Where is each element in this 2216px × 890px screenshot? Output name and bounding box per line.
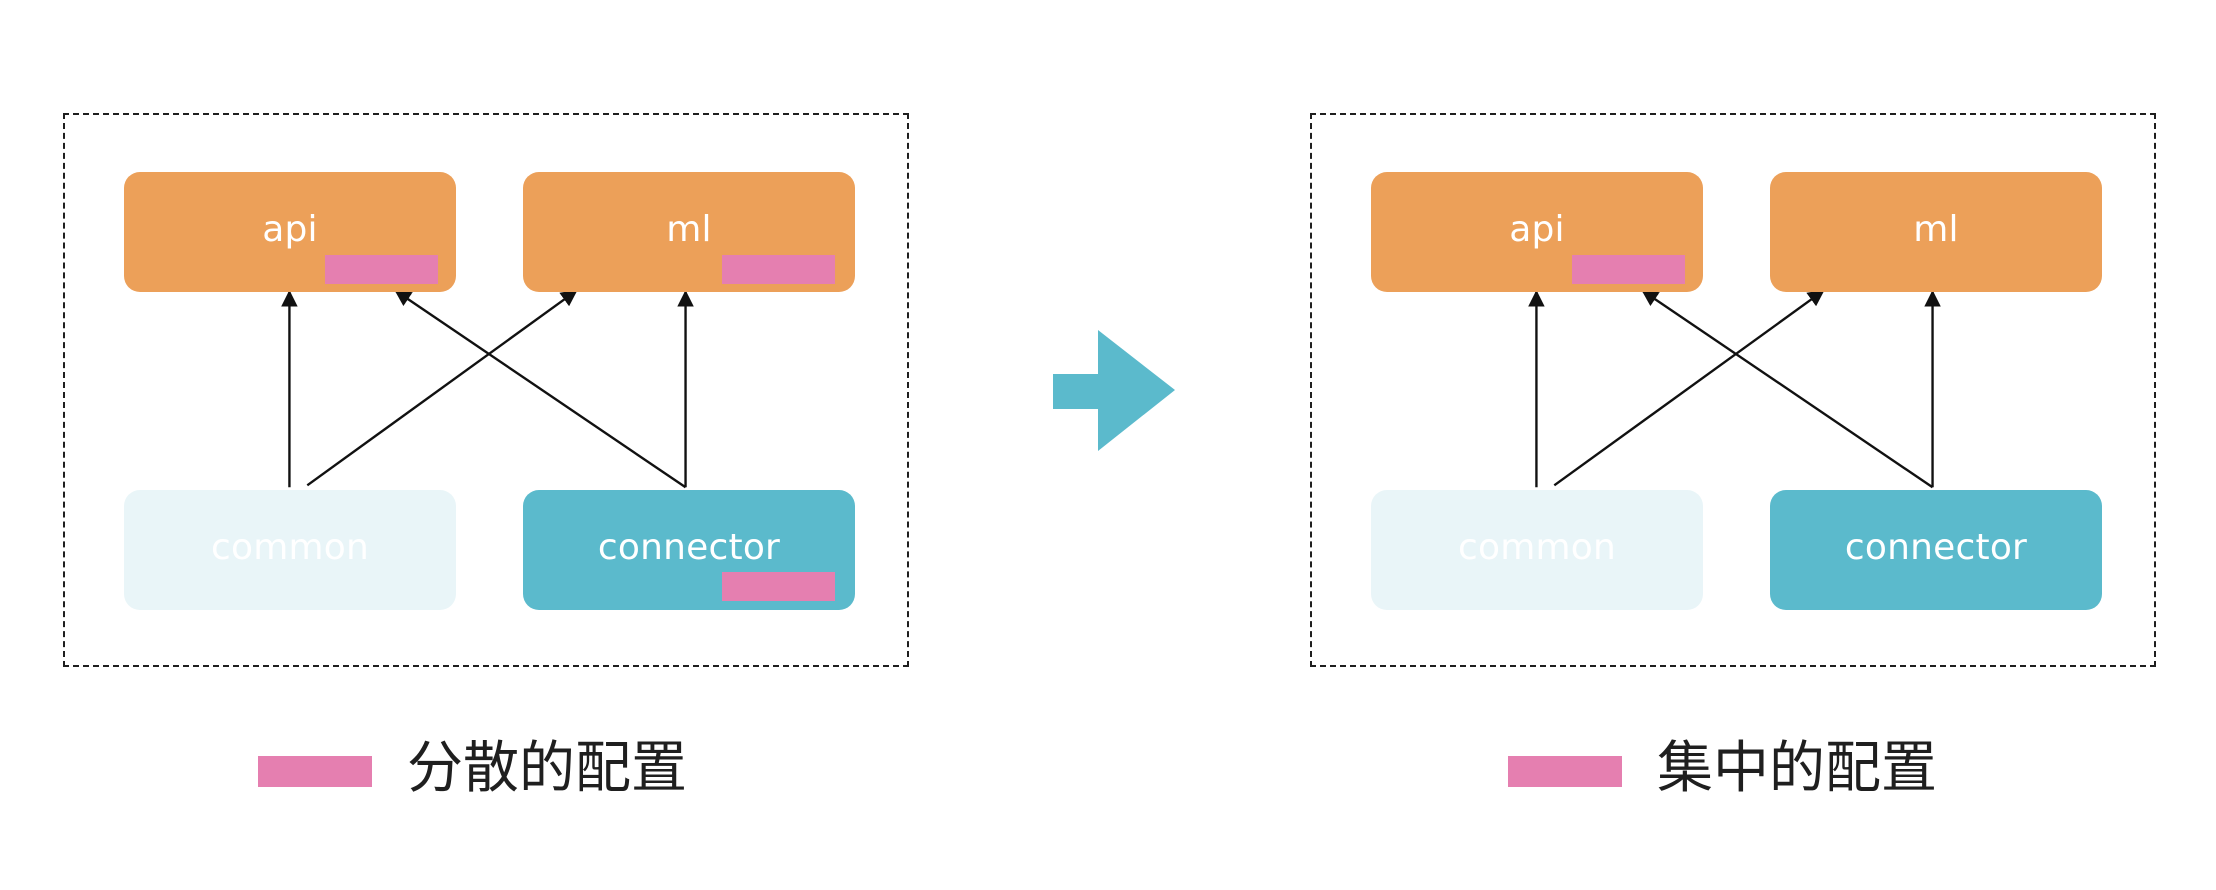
ml-module-box: ml xyxy=(1770,172,2102,292)
right-arrow-icon xyxy=(1053,330,1175,451)
right-panel: api ml common connector xyxy=(1310,113,2156,667)
distributed-config-legend-label: 分散的配置 xyxy=(407,736,687,801)
api-module-label: api xyxy=(1509,209,1565,250)
config-legend-swatch xyxy=(258,756,372,787)
edge-connector-to-api xyxy=(394,289,687,489)
connector-config-mark xyxy=(722,572,835,601)
ml-module-label: ml xyxy=(1913,209,1959,250)
api-module-box: api xyxy=(124,172,456,292)
ml-module-box: ml xyxy=(523,172,855,292)
api-config-mark xyxy=(1572,255,1685,284)
common-module-label: common xyxy=(211,527,369,568)
connector-module-box: connector xyxy=(523,490,855,610)
common-module-box: common xyxy=(1371,490,1703,610)
connector-module-label: connector xyxy=(1844,527,2028,568)
ml-config-mark xyxy=(722,255,835,284)
centralized-config-legend-label: 集中的配置 xyxy=(1657,736,1937,801)
edge-connector-to-api xyxy=(1641,289,1934,489)
api-module-label: api xyxy=(262,209,318,250)
common-module-box: common xyxy=(124,490,456,610)
api-module-box: api xyxy=(1371,172,1703,292)
left-panel: api ml common connector xyxy=(63,113,909,667)
connector-module-label: connector xyxy=(597,527,781,568)
config-legend-swatch xyxy=(1508,756,1622,787)
edge-common-to-ml xyxy=(306,289,578,487)
connector-module-box: connector xyxy=(1770,490,2102,610)
edge-common-to-ml xyxy=(1553,289,1825,487)
common-module-label: common xyxy=(1458,527,1616,568)
ml-module-label: ml xyxy=(666,209,712,250)
api-config-mark xyxy=(325,255,438,284)
